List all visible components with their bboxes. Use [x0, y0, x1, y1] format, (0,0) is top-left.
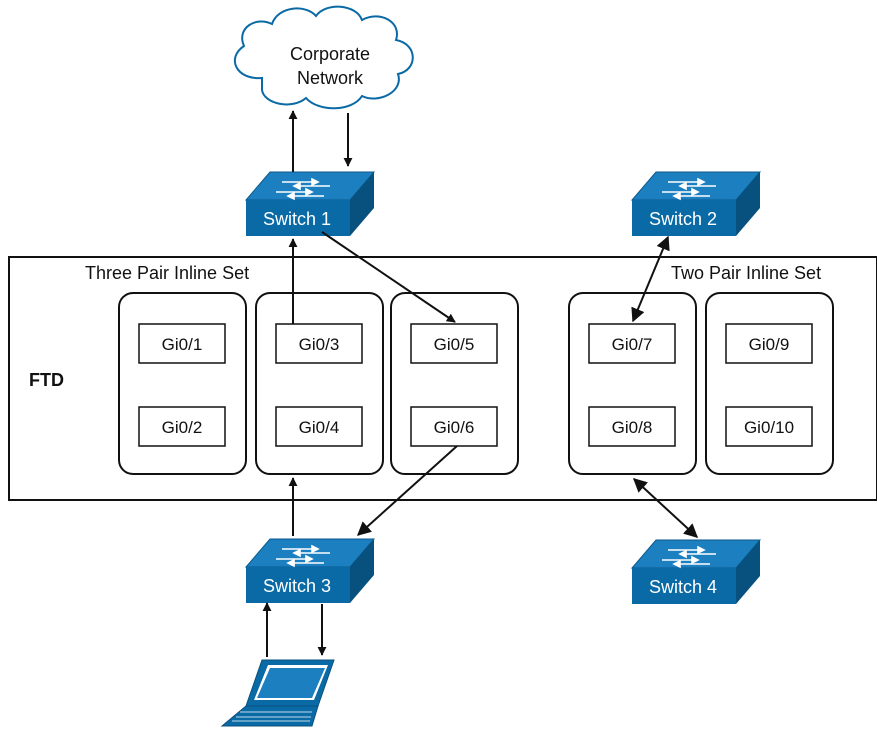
link-switch2-gi07: [631, 235, 670, 323]
pair-group-2: [255, 292, 384, 475]
port-label: Gi0/6: [434, 418, 475, 437]
laptop-icon: [220, 659, 335, 727]
ftd-chassis: [8, 256, 877, 501]
port-box: [275, 323, 363, 364]
port-label: Gi0/7: [612, 335, 653, 354]
port-label: Gi0/9: [749, 335, 790, 354]
port-box: [138, 406, 226, 447]
three-pair-title: Three Pair Inline Set: [85, 263, 249, 283]
switch-icon: [244, 171, 376, 236]
switch-4: Switch 4: [630, 539, 762, 604]
switch-1-label: Switch 1: [263, 209, 331, 229]
port-label: Gi0/2: [162, 418, 203, 437]
port-box: [725, 406, 813, 447]
switch-icon: [630, 539, 762, 604]
port-label: Gi0/3: [299, 335, 340, 354]
port-label: Gi0/10: [744, 418, 794, 437]
port-box: [410, 323, 498, 364]
switch-2-label: Switch 2: [649, 209, 717, 229]
cloud-icon: [233, 5, 414, 110]
pair-group-1: [118, 292, 247, 475]
ports: Gi0/1 Gi0/2 Gi0/3 Gi0/4 Gi0/5 Gi0/6 Gi0/…: [138, 323, 813, 447]
link-gi08-switch4: [632, 478, 699, 538]
switch-3-label: Switch 3: [263, 576, 331, 596]
switch-1: Switch 1: [244, 171, 376, 236]
port-box: [725, 323, 813, 364]
switch-3: Switch 3: [244, 538, 376, 603]
link-switch1-to-gi05: [321, 231, 456, 323]
inline-pair-groups: [118, 292, 834, 475]
cloud-label-line2: Network: [297, 68, 364, 88]
port-label: Gi0/4: [299, 418, 340, 437]
two-pair-title: Two Pair Inline Set: [671, 263, 821, 283]
port-label: Gi0/1: [162, 335, 203, 354]
connections: [262, 110, 699, 657]
link-gi06-to-switch3: [356, 445, 458, 536]
ftd-label: FTD: [29, 370, 64, 390]
port-box: [410, 406, 498, 447]
port-box: [275, 406, 363, 447]
port-box: [138, 323, 226, 364]
port-box: [588, 406, 676, 447]
pair-group-5: [705, 292, 834, 475]
pair-group-3: [390, 292, 519, 475]
port-box: [588, 323, 676, 364]
switch-4-label: Switch 4: [649, 577, 717, 597]
port-label: Gi0/5: [434, 335, 475, 354]
switch-icon: [244, 538, 376, 603]
switch-icon: [630, 171, 762, 236]
cloud-label-line1: Corporate: [290, 44, 370, 64]
switch-2: Switch 2: [630, 171, 762, 236]
port-label: Gi0/8: [612, 418, 653, 437]
